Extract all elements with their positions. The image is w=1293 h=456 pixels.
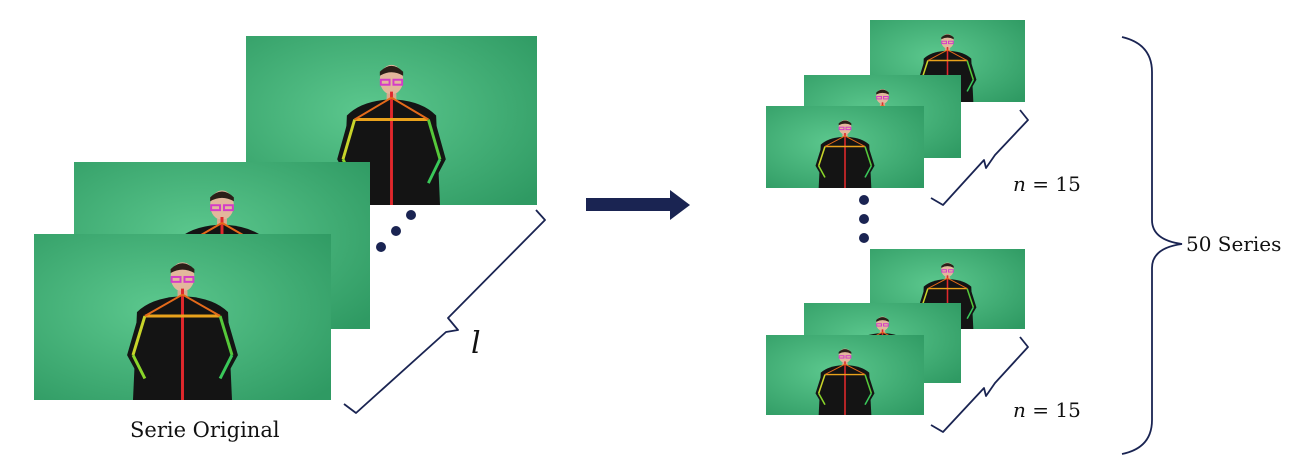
subseries-size-label-2: n = 15	[1013, 398, 1081, 422]
subseries-eq: = 15	[1032, 172, 1081, 196]
subseries-1-frame-1	[766, 106, 924, 188]
subseries-eq: = 15	[1032, 398, 1081, 422]
ellipsis-dots-left	[376, 210, 416, 252]
brace-all-series	[1121, 36, 1183, 455]
subseries-var: n	[1013, 172, 1026, 196]
subseries-size-label-1: n = 15	[1013, 172, 1081, 196]
caption-original-series: Serie Original	[130, 418, 280, 442]
person-skeleton-icon	[766, 106, 924, 188]
person-skeleton-icon	[34, 234, 331, 400]
subseries-var: n	[1013, 398, 1026, 422]
brace-length	[343, 209, 546, 414]
subseries-2-frame-1	[766, 335, 924, 415]
person-skeleton-icon	[766, 335, 924, 415]
series-count-label: 50 Series	[1186, 232, 1282, 256]
frame-first	[34, 234, 331, 400]
arrow-right-icon	[586, 190, 690, 220]
length-symbol: l	[471, 326, 481, 361]
ellipsis-dots-vertical	[859, 195, 869, 243]
